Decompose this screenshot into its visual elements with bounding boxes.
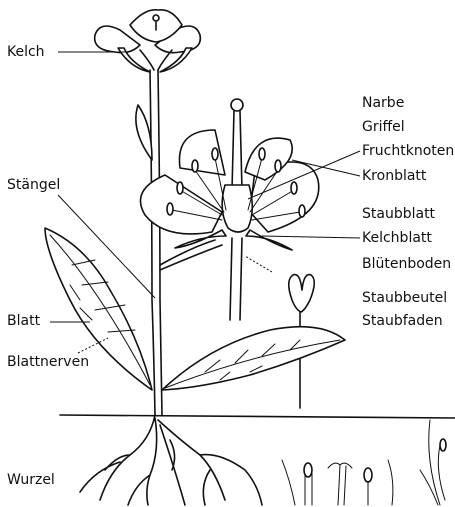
sepal-right xyxy=(246,230,292,250)
stigma xyxy=(231,99,243,111)
top-flower xyxy=(95,10,201,72)
roots xyxy=(80,415,262,505)
label-kronblatt: Kronblatt xyxy=(362,168,426,184)
label-fruchtknoten: Fruchtknoten xyxy=(362,143,454,159)
label-wurzel: Wurzel xyxy=(7,472,55,488)
upper-small-leaf xyxy=(136,105,152,160)
style xyxy=(232,111,242,190)
label-griffel: Griffel xyxy=(362,119,405,135)
label-blatt: Blatt xyxy=(7,313,40,329)
label-blattnerven: Blattnerven xyxy=(7,354,89,370)
main-stem xyxy=(150,70,155,415)
ground-line xyxy=(60,415,455,418)
label-staubblatt: Staubblatt xyxy=(362,206,435,222)
detail-fragments xyxy=(282,420,446,505)
label-narbe: Narbe xyxy=(362,95,404,111)
label-kelch: Kelch xyxy=(7,44,45,60)
label-staubfaden: Staubfaden xyxy=(362,313,443,329)
label-staubbeutel: Staubbeutel xyxy=(362,290,447,306)
label-kelchblatt: Kelchblatt xyxy=(362,230,432,246)
right-leaf xyxy=(162,327,345,390)
label-staengel: Stängel xyxy=(7,177,60,193)
ovary xyxy=(222,185,252,232)
label-bluetenboden: Blütenboden xyxy=(362,256,451,272)
